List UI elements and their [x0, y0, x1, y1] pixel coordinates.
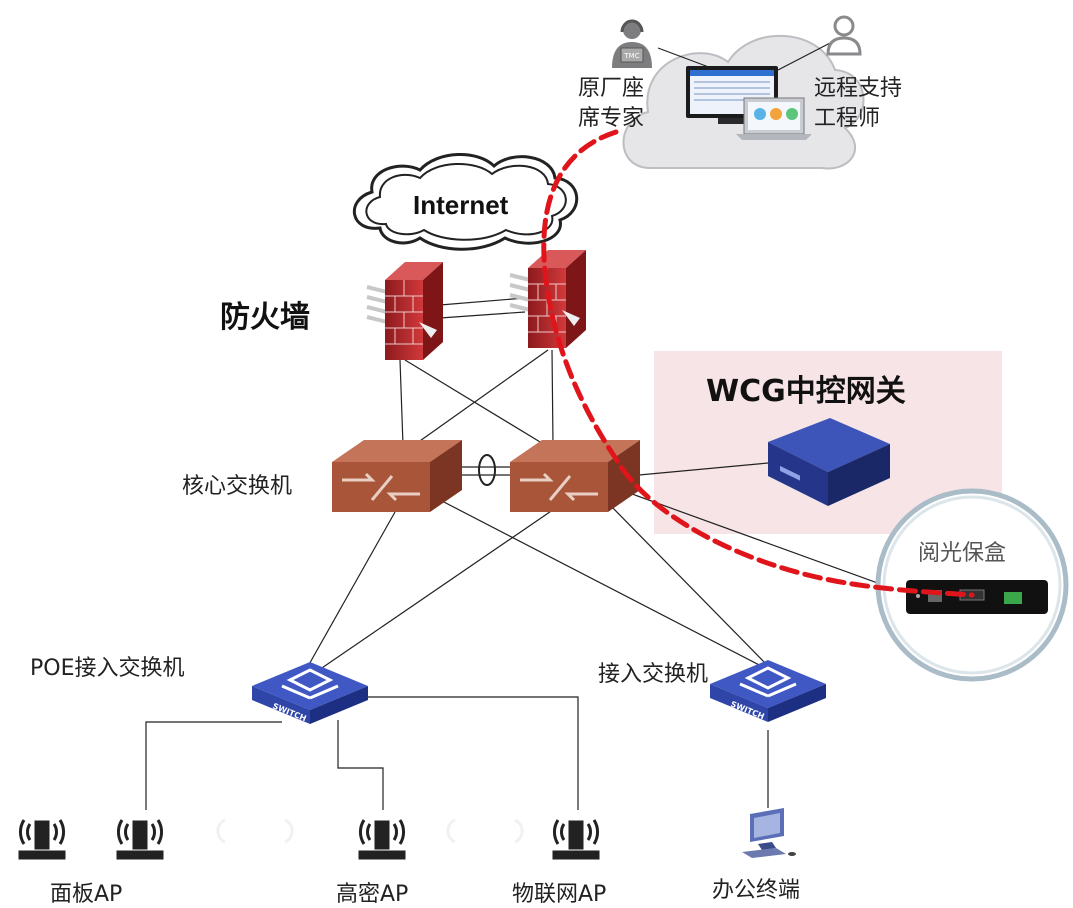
laptop-icon — [736, 97, 812, 140]
core-switch-label: 核心交换机 — [182, 474, 293, 499]
expert-label-line1: 原厂座 — [578, 76, 645, 101]
poe-switch-icon: SWITCH — [252, 662, 368, 724]
wcg-label: WCG中控网关 — [706, 374, 906, 409]
user-icon — [826, 15, 862, 56]
link-aggregation-ring — [478, 454, 496, 486]
office-terminal-label: 办公终端 — [712, 878, 801, 903]
wcg-gateway-icon — [768, 418, 890, 506]
yueguang-box-icon — [906, 580, 1048, 614]
yueguang-label: 阅光保盒 — [918, 541, 1007, 566]
remote-label-line1: 远程支持 — [814, 76, 903, 101]
remote-label-line2: 工程师 — [814, 106, 881, 131]
wireless-ap-icon — [358, 819, 406, 860]
iot-ap-label: 物联网AP — [512, 882, 607, 907]
headset-expert-icon: TMC — [612, 19, 652, 68]
core-switch-icon — [332, 440, 462, 512]
access-switch-icon: SWITCH — [710, 660, 826, 722]
internet-cloud — [353, 153, 579, 251]
wireless-ap-icon — [18, 819, 66, 860]
core-switch-icon — [510, 440, 640, 512]
pc-terminal-icon — [742, 808, 796, 858]
dense-ap-label: 高密AP — [336, 882, 409, 907]
expert-label-line2: 席专家 — [578, 106, 645, 131]
svg-text:TMC: TMC — [623, 52, 639, 60]
poe-switch-label: POE接入交换机 — [30, 656, 185, 681]
wireless-ap-icon — [116, 819, 164, 860]
internet-label: Internet — [413, 190, 509, 220]
firewall-label: 防火墙 — [220, 300, 310, 335]
panel-ap-label: 面板AP — [50, 882, 123, 907]
remote-support-link — [541, 129, 975, 598]
firewall-icon — [366, 262, 443, 360]
wireless-ap-icon — [552, 819, 600, 860]
access-switch-label: 接入交换机 — [598, 662, 709, 687]
